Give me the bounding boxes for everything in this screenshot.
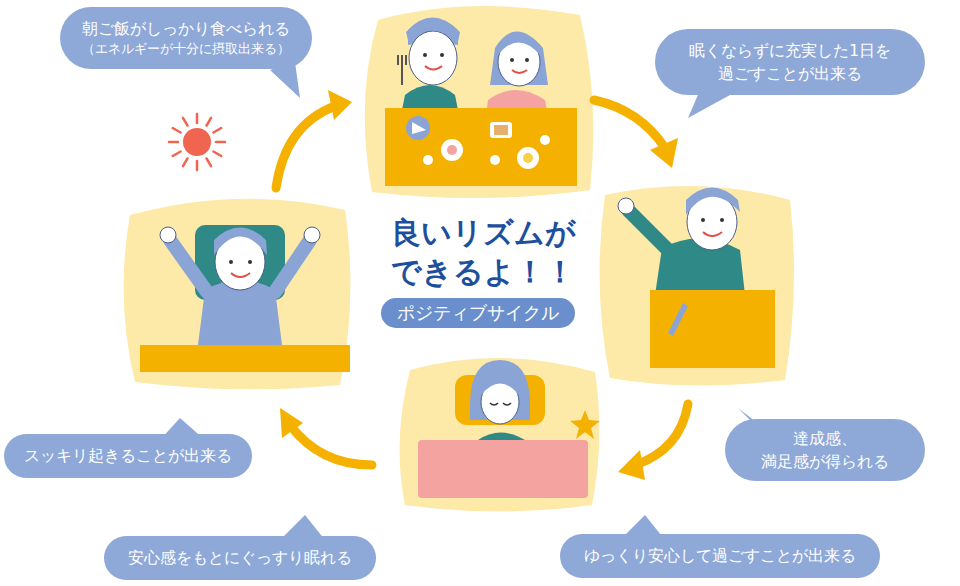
cycle-arrows — [276, 100, 688, 465]
study-panel — [600, 186, 794, 385]
bubble-text: ゆっくり安心して過ごすことが出来る — [584, 544, 856, 567]
sun-ray — [173, 152, 181, 157]
speech-bubble: 安心感をもとにぐっすり眠れる — [104, 536, 376, 579]
breakfast-panel — [365, 6, 594, 198]
bubble-text: 達成感、 満足感が得られる — [749, 427, 901, 473]
bubble-text: 眠くならずに充実した1日を 過ごすことが出来る — [679, 39, 901, 85]
bubble-tails — [160, 62, 775, 540]
speech-bubble: ゆっくり安心して過ごすことが出来る — [560, 534, 880, 577]
sun — [169, 114, 225, 170]
cycle-pill: ポジティブサイクル — [381, 298, 575, 328]
bubble-text: （エネルギーが十分に摂取出来る） — [82, 40, 290, 59]
sun-ray — [207, 118, 212, 126]
sun-ray — [183, 118, 188, 126]
bubble-text: ポジティブサイクル — [397, 300, 559, 326]
arrow-heads — [280, 90, 678, 480]
sun-ray — [213, 152, 221, 157]
sun-ray — [173, 128, 181, 133]
sleep-panel — [400, 358, 600, 512]
speech-bubble: 朝ご飯がしっかり食べられる（エネルギーが十分に摂取出来る） — [60, 7, 312, 69]
bubble-text: 朝ご飯がしっかり食べられる — [82, 17, 290, 40]
sun-ray — [216, 141, 225, 144]
sun-ray — [183, 158, 188, 166]
bubble-text: 安心感をもとにぐっすり眠れる — [128, 546, 352, 569]
speech-bubble: 眠くならずに充実した1日を 過ごすことが出来る — [655, 29, 925, 95]
sun-ray — [213, 128, 221, 133]
bubble-text: スッキリ起きることが出来る — [24, 444, 232, 467]
sun-ray — [196, 161, 199, 170]
sun-ray — [207, 158, 212, 166]
speech-bubble: スッキリ起きることが出来る — [4, 434, 252, 477]
wake-panel — [124, 199, 351, 390]
sun-ray — [196, 114, 199, 123]
sun-ray — [169, 141, 178, 144]
speech-bubble: 達成感、 満足感が得られる — [725, 419, 925, 481]
diagram-title: 良いリズムが できるよ！！ — [373, 213, 593, 291]
